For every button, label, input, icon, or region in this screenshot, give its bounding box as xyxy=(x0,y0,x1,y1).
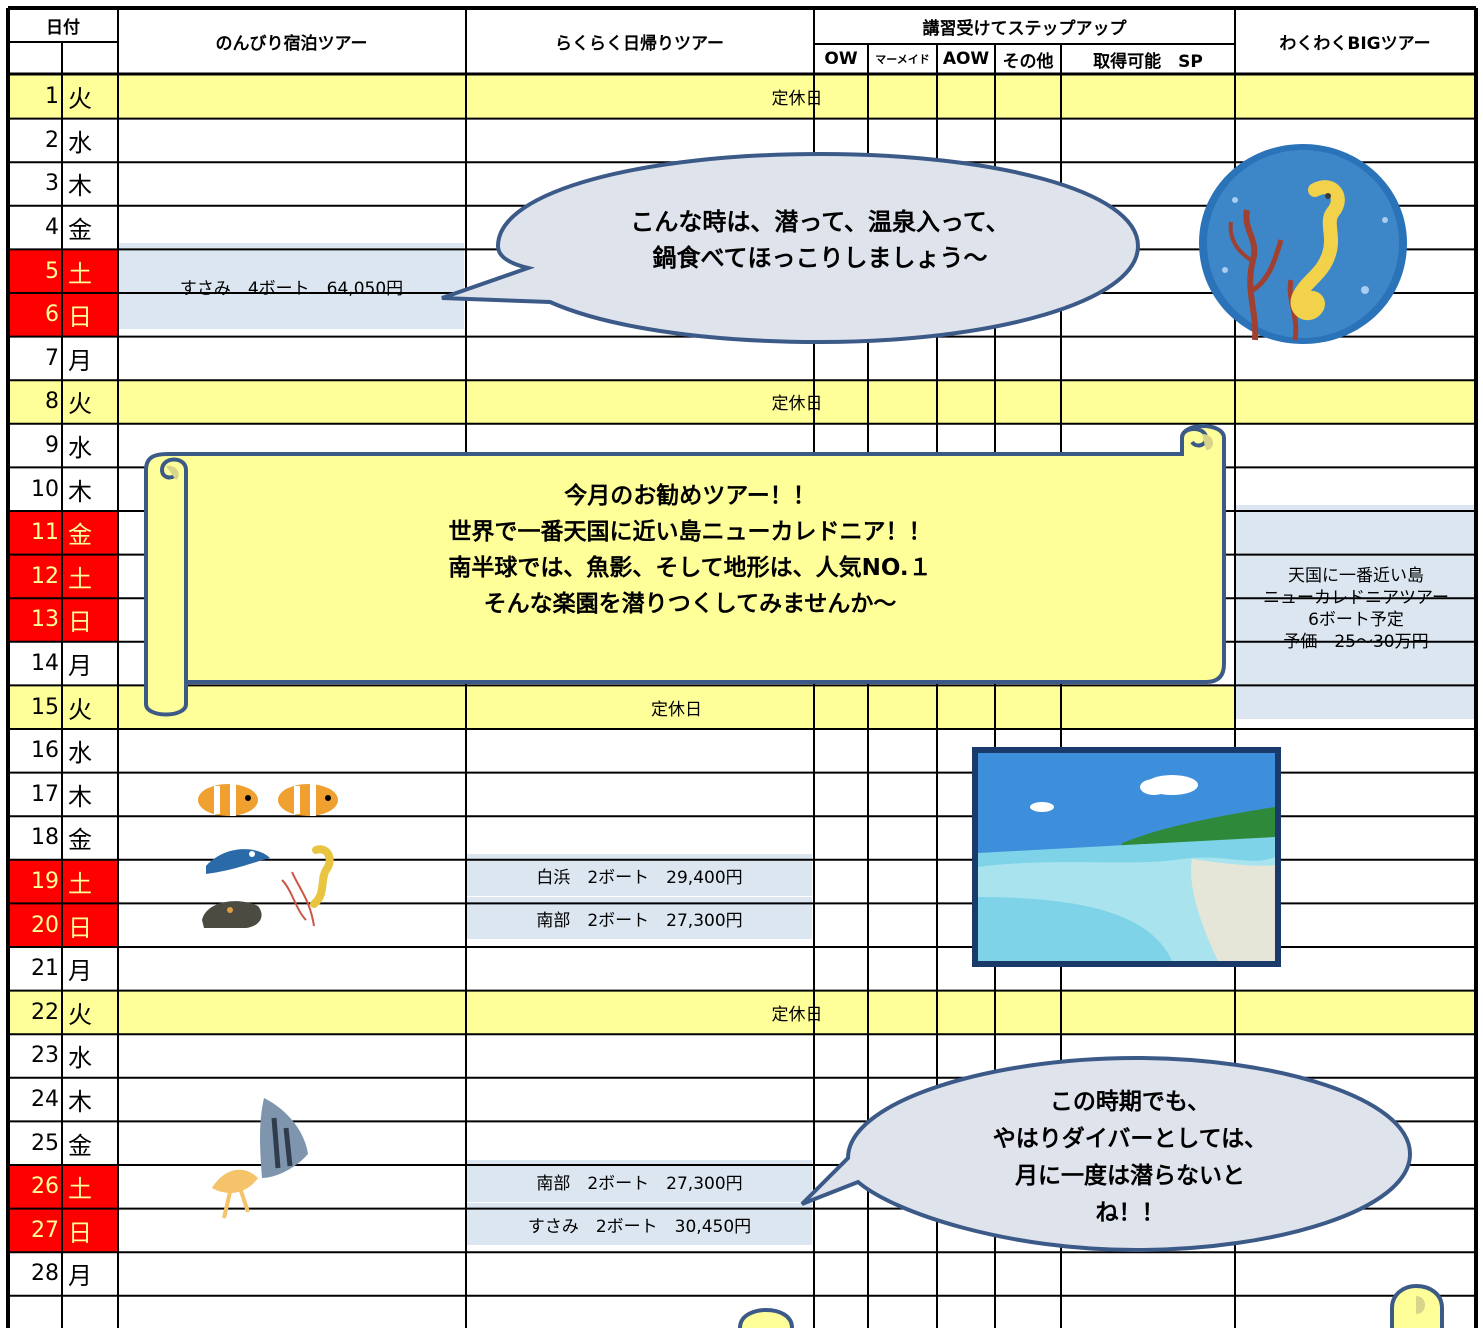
day-weekday: 金 xyxy=(68,216,92,245)
header-course-sp: 取得可能 SP xyxy=(1093,51,1203,72)
day-number: 3 xyxy=(45,171,59,197)
day-weekday: 木 xyxy=(68,172,92,201)
day-weekday: 土 xyxy=(62,554,118,599)
speech-bubble-bottom-line1: この時期でも、 xyxy=(1049,1089,1211,1115)
day-number: 13 xyxy=(8,598,62,642)
speech-bubble-bottom-text: この時期でも、 やはりダイバーとしては、 月に一度は潜らないと ね！！ xyxy=(900,1084,1360,1234)
day-weekday: 火 xyxy=(62,380,118,424)
scroll-banner-line3: 南半球では、魚影、そして地形は、人気NO.１ xyxy=(448,555,932,581)
day-weekday: 月 xyxy=(68,652,92,681)
scroll-banner-text: 今月のお勧めツアー！！ 世界で一番天国に近い島ニューカレドニア！！ 南半球では、… xyxy=(230,478,1150,628)
day-weekday: 火 xyxy=(62,685,118,729)
day-weekday: 木 xyxy=(68,782,92,811)
day-number: 10 xyxy=(31,476,59,502)
header-course-other: その他 xyxy=(1002,51,1054,72)
tour-nanbu-2boat-26: 南部 2ボート 27,300円 xyxy=(467,1160,812,1202)
day-number: 11 xyxy=(8,511,62,555)
speech-bubble-bottom-line3: 月に一度は潜らないと xyxy=(1015,1163,1245,1189)
header-course-stepup: 講習受けてステップアップ xyxy=(922,18,1127,39)
day-number: 22 xyxy=(8,990,62,1035)
day-weekday: 月 xyxy=(68,1262,92,1291)
day-number: 1 xyxy=(8,75,62,119)
day-number: 5 xyxy=(8,249,62,293)
day-weekday: 金 xyxy=(68,1131,92,1160)
day-number: 15 xyxy=(8,685,62,729)
angelfish-illustration xyxy=(212,1098,308,1219)
day-number: 25 xyxy=(31,1130,59,1156)
day-number: 4 xyxy=(45,215,59,241)
header-course-aow: AOW xyxy=(942,49,990,69)
day-number: 14 xyxy=(31,651,59,677)
speech-bubble-top xyxy=(441,151,1141,345)
day-weekday: 金 xyxy=(62,511,118,555)
day-weekday: 木 xyxy=(68,477,92,506)
day-weekday: 土 xyxy=(62,1165,118,1209)
day-number: 28 xyxy=(31,1261,59,1287)
day-weekday: 水 xyxy=(68,739,92,768)
scroll-curl-bottom-left xyxy=(738,1308,794,1328)
header-big-tour: わくわくBIGツアー xyxy=(1279,33,1431,54)
scroll-banner-line2: 世界で一番天国に近い島ニューカレドニア！！ xyxy=(448,519,932,545)
seahorse-illustration xyxy=(1199,144,1407,344)
header-course-mermaid: マーメイド xyxy=(875,53,930,66)
day-number: 20 xyxy=(8,903,62,947)
tour-shirahama-2boat: 白浜 2ボート 29,400円 xyxy=(467,854,812,896)
day-number: 12 xyxy=(8,554,62,599)
day-weekday: 火 xyxy=(62,75,118,119)
header-relax-stay-tour: のんびり宿泊ツアー xyxy=(215,33,368,54)
scroll-banner-line4: そんな楽園を潜りつくしてみませんか～ xyxy=(483,591,897,617)
big-tour-note-line1: 天国に一番近い島 xyxy=(1288,566,1424,586)
day-weekday: 土 xyxy=(62,249,118,293)
fish-group-illustration xyxy=(198,784,338,928)
day-weekday: 水 xyxy=(68,434,92,463)
holiday-band: 定休日 xyxy=(118,990,1476,1035)
day-number: 21 xyxy=(31,956,59,982)
day-number: 18 xyxy=(31,825,59,851)
day-weekday: 水 xyxy=(68,128,92,157)
day-weekday: 土 xyxy=(62,859,118,904)
speech-bubble-top-line1: こんな時は、潜って、温泉入って、 xyxy=(630,208,1010,236)
day-weekday: 月 xyxy=(68,957,92,986)
big-tour-cell xyxy=(1236,505,1476,719)
scroll-banner-line1: 今月のお勧めツアー！！ xyxy=(564,483,816,509)
scroll-curl-bottom-right xyxy=(1390,1284,1444,1328)
day-number: 17 xyxy=(31,781,59,807)
day-number: 9 xyxy=(45,433,59,459)
day-number: 26 xyxy=(8,1165,62,1209)
beach-illustration xyxy=(972,747,1281,967)
day-number: 19 xyxy=(8,859,62,904)
day-number: 7 xyxy=(45,345,59,371)
scroll-banner xyxy=(144,424,1226,717)
day-number: 24 xyxy=(31,1087,59,1113)
day-number: 2 xyxy=(45,127,59,153)
day-weekday: 木 xyxy=(68,1088,92,1117)
speech-bubble-bottom-line2: やはりダイバーとしては、 xyxy=(992,1126,1268,1152)
day-number: 16 xyxy=(31,738,59,764)
day-weekday: 日 xyxy=(62,293,118,337)
tour-susami-2boat: すさみ 2ボート 30,450円 xyxy=(467,1203,812,1245)
day-number: 27 xyxy=(8,1208,62,1253)
header-easy-day-tour: らくらく日帰りツアー xyxy=(555,33,724,54)
day-weekday: 火 xyxy=(62,990,118,1035)
day-weekday: 日 xyxy=(62,903,118,947)
header-date: 日付 xyxy=(46,17,80,38)
speech-bubble-bottom-line4: ね！！ xyxy=(1095,1200,1165,1226)
day-number: 23 xyxy=(31,1043,59,1069)
day-weekday: 水 xyxy=(68,1044,92,1073)
speech-bubble-bottom xyxy=(800,1055,1413,1253)
header-course-ow: OW xyxy=(824,49,858,69)
day-weekday: 月 xyxy=(68,346,92,375)
holiday-band: 定休日 xyxy=(118,685,1235,729)
day-number: 8 xyxy=(8,380,62,424)
speech-bubble-top-text: こんな時は、潜って、温泉入って、 鍋食べてほっこりしましょう～ xyxy=(520,204,1120,284)
day-weekday: 日 xyxy=(62,598,118,642)
big-tour-note-line3: 6ボート予定 xyxy=(1308,610,1404,630)
day-weekday: 金 xyxy=(68,826,92,855)
speech-bubble-top-line2: 鍋食べてほっこりしましょう～ xyxy=(652,244,988,272)
holiday-band: 定休日 xyxy=(118,380,1476,424)
day-number: 6 xyxy=(8,293,62,337)
day-weekday: 日 xyxy=(62,1208,118,1253)
holiday-band: 定休日 xyxy=(118,75,1476,119)
